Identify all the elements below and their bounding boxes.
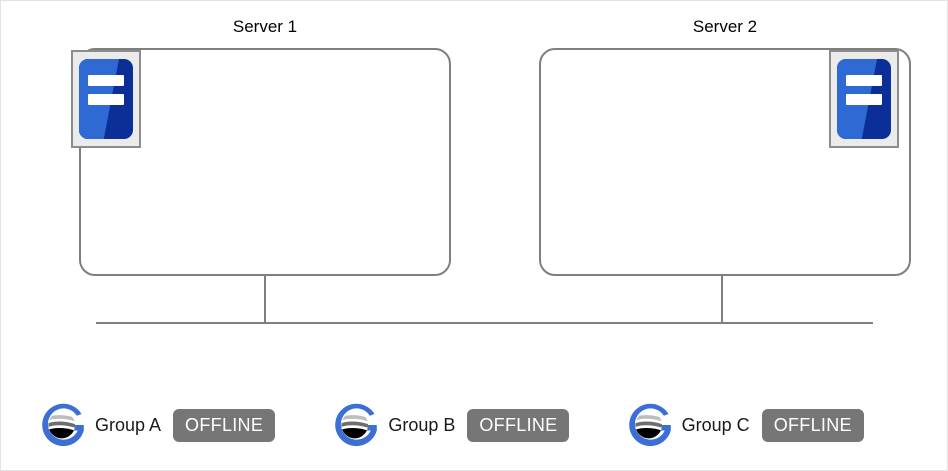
server-1-connection-line	[264, 276, 266, 324]
group-b-status-badge[interactable]: OFFLINE	[467, 408, 570, 442]
server-icon-bar-bottom	[846, 94, 882, 105]
globe-g-logo-icon	[42, 403, 84, 447]
group-c-label: Group C	[681, 414, 750, 435]
server-icon-bar-top	[846, 75, 882, 86]
server-chassis-icon	[837, 59, 891, 139]
server-chassis-icon	[79, 59, 133, 139]
server-2-chassis-icon-frame[interactable]	[829, 50, 899, 148]
server-icon-bar-top	[88, 75, 124, 86]
globe-g-logo-icon	[628, 403, 671, 447]
server-icon-bar-bottom	[88, 94, 124, 105]
group-a-status-badge[interactable]: OFFLINE	[173, 408, 276, 442]
server-1-title: Server 1	[232, 17, 298, 36]
group-c-status-badge[interactable]: OFFLINE	[761, 408, 864, 442]
server-2-connection-line	[721, 276, 723, 324]
group-status-row: Group A OFFLINE Group B OFFLINE	[41, 399, 921, 451]
group-item-a[interactable]: Group A OFFLINE	[41, 402, 334, 448]
group-item-c[interactable]: Group C OFFLINE	[628, 402, 921, 448]
server-1-box[interactable]	[79, 48, 451, 276]
globe-g-logo-icon	[335, 403, 378, 447]
group-a-label: Group A	[95, 414, 162, 435]
shared-network-bus-line	[96, 322, 873, 324]
server-1-chassis-icon-frame[interactable]	[71, 50, 141, 148]
group-item-b[interactable]: Group B OFFLINE	[334, 402, 627, 448]
server-2-title: Server 2	[692, 17, 758, 36]
group-b-label: Group B	[388, 414, 456, 435]
